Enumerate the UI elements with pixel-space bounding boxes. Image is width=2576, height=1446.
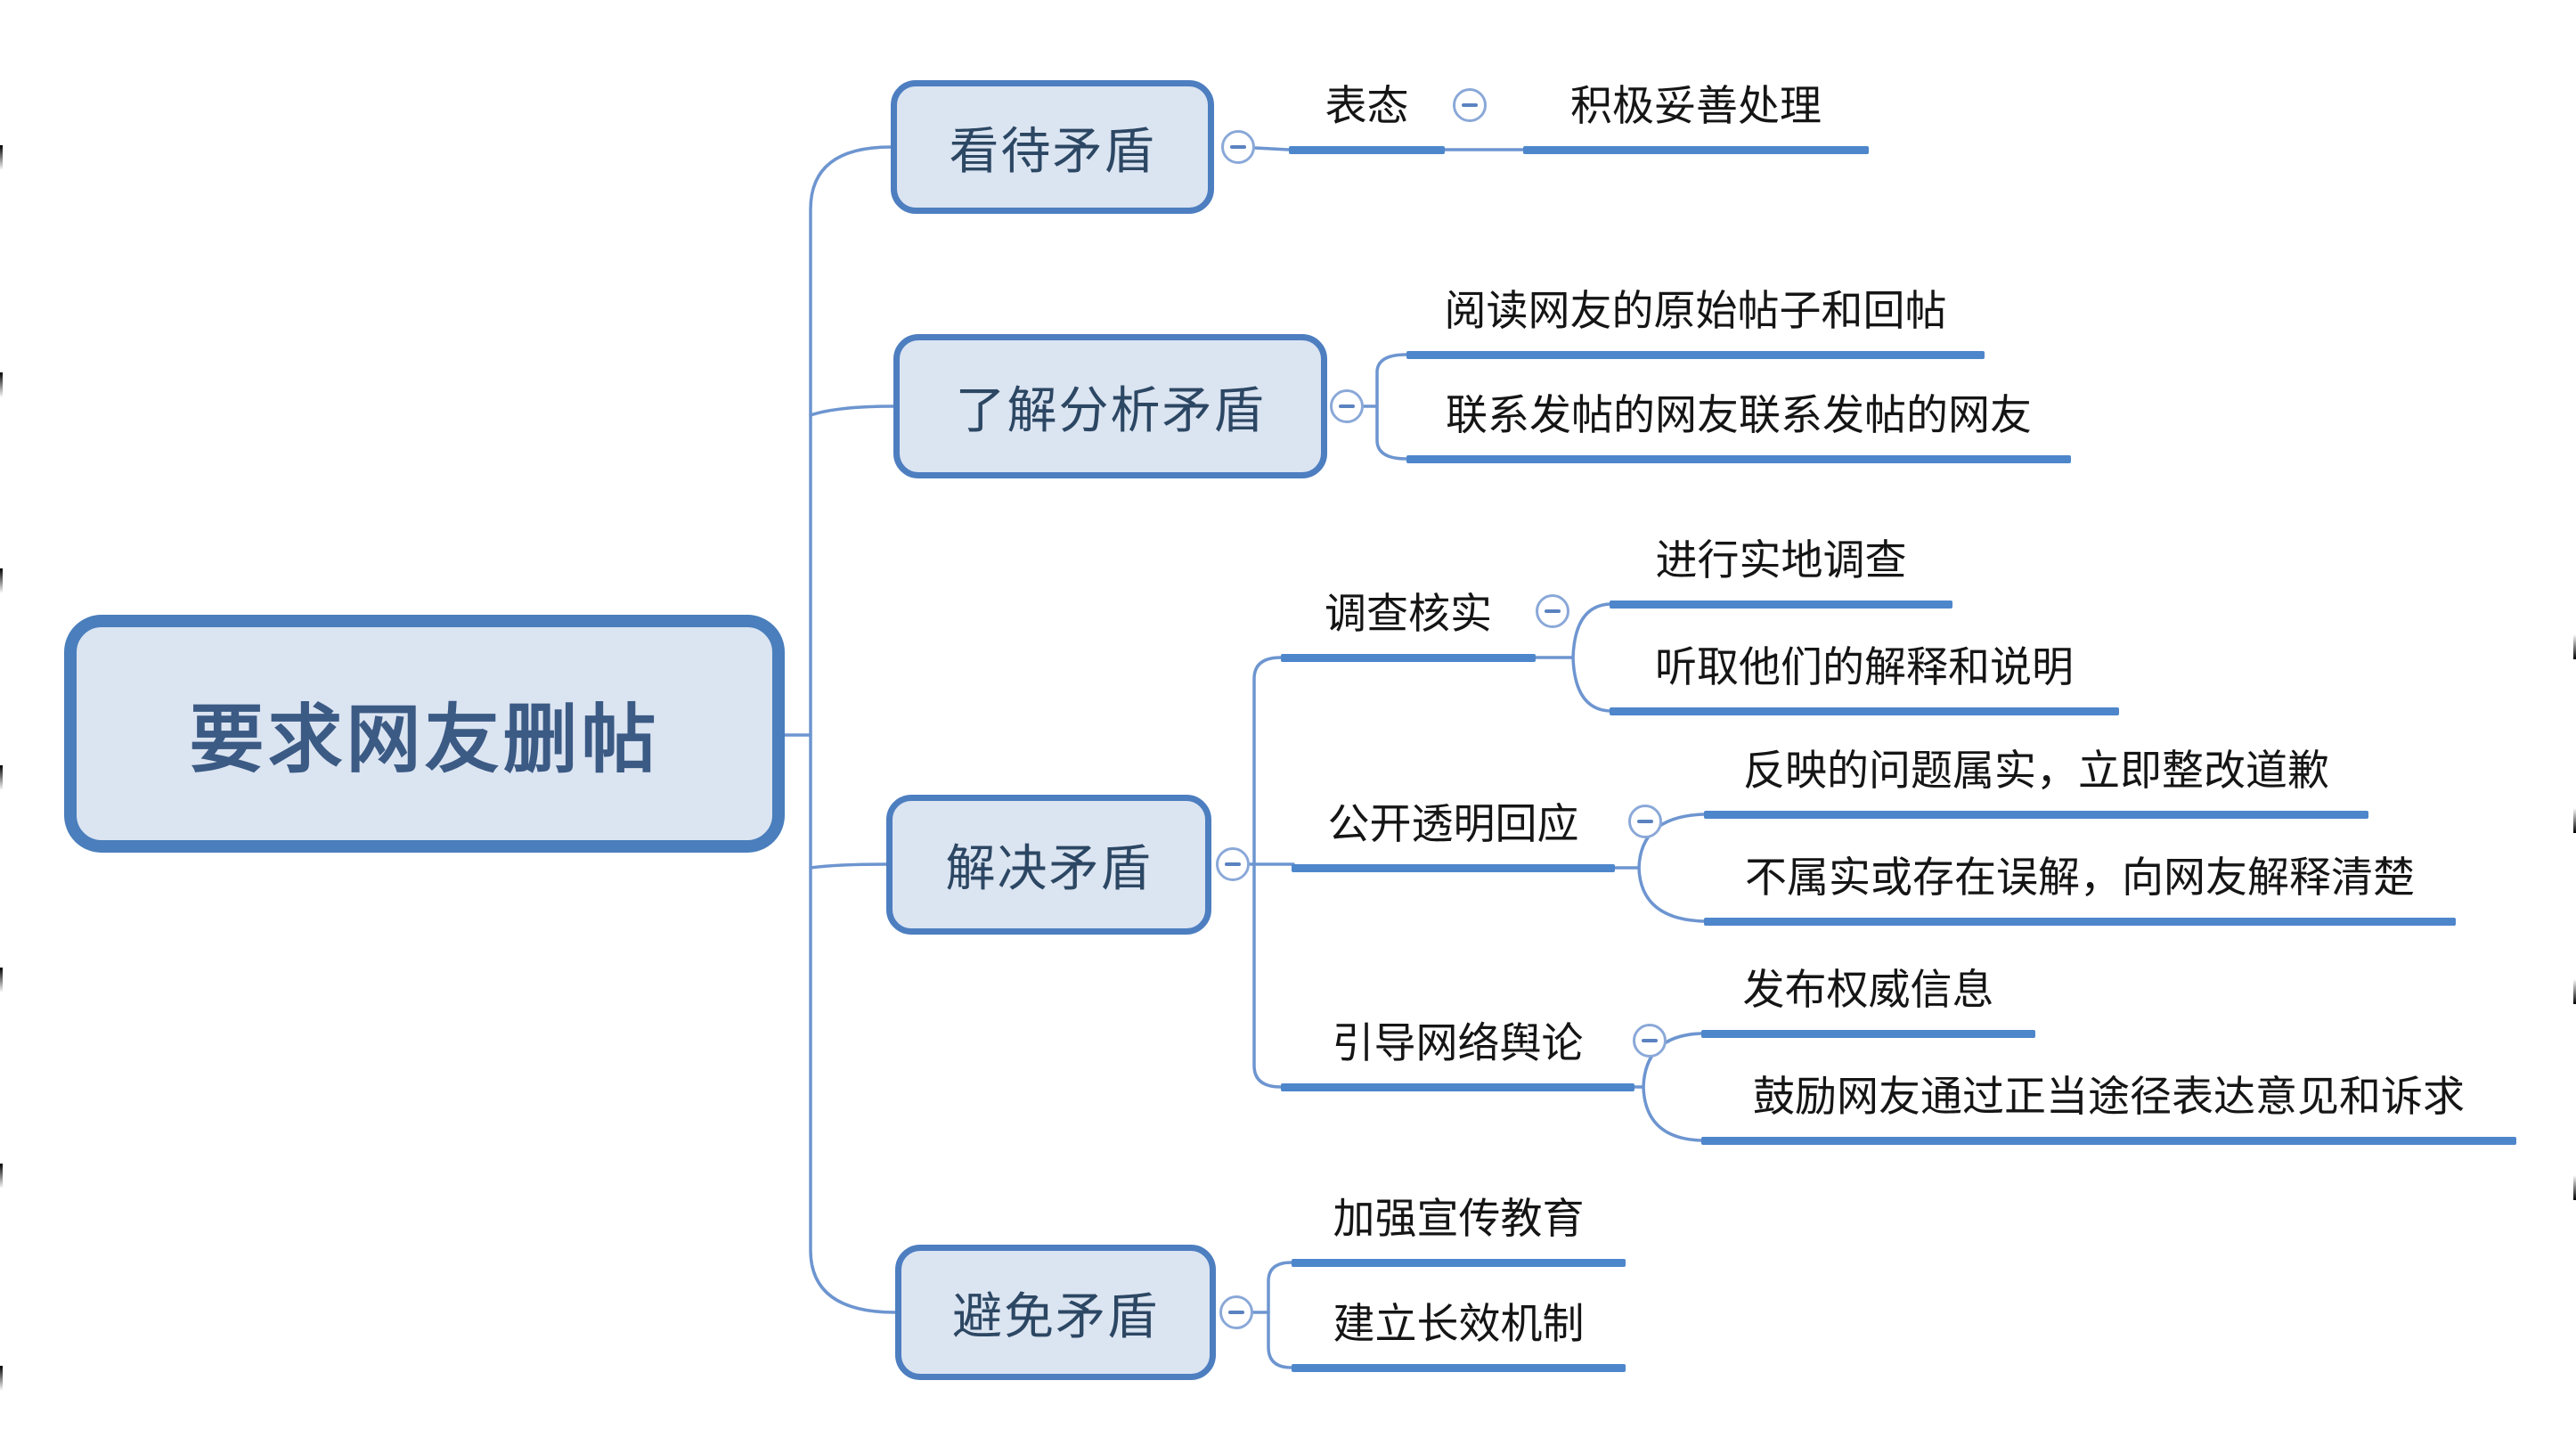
connector-branch3-tap bbox=[809, 862, 888, 870]
collapse-button-topic-1[interactable] bbox=[1221, 130, 1255, 164]
topic-label: 发布权威信息 bbox=[1742, 966, 1994, 1013]
topic-2-1[interactable]: 阅读网友的原始帖子和回帖 bbox=[1406, 283, 1985, 359]
edge-tick bbox=[2573, 979, 2576, 1004]
connector-branch2-tap bbox=[809, 404, 895, 417]
topic-label: 积极妥善处理 bbox=[1570, 82, 1822, 129]
topic-label: 了解分析矛盾 bbox=[955, 381, 1266, 438]
minus-icon bbox=[1637, 820, 1653, 823]
topic-underline bbox=[1281, 1083, 1634, 1091]
topic-3-3[interactable]: 引导网络舆论 bbox=[1281, 1016, 1634, 1091]
topic-1[interactable]: 看待矛盾 bbox=[891, 80, 1214, 214]
topic-underline bbox=[1701, 1137, 2516, 1145]
topic-label: 加强宣传教育 bbox=[1333, 1195, 1585, 1242]
topic-label: 反映的问题属实，立即整改道歉 bbox=[1743, 747, 2329, 794]
topic-label: 公开透明回应 bbox=[1327, 800, 1579, 847]
connector-branch3-bracket bbox=[1252, 656, 1283, 1089]
collapse-button-topic-4[interactable] bbox=[1219, 1295, 1253, 1329]
topic-3-3-2[interactable]: 鼓励网友通过正当途径表达意见和诉求 bbox=[1701, 1069, 2516, 1145]
topic-underline bbox=[1292, 1259, 1626, 1267]
topic-underline bbox=[1610, 707, 2119, 715]
topic-label: 调查核实 bbox=[1325, 590, 1492, 637]
topic-underline bbox=[1281, 654, 1536, 662]
edge-tick bbox=[2573, 808, 2576, 833]
connector-diaocha-brace bbox=[1571, 602, 1611, 713]
collapse-button-topic-3[interactable] bbox=[1216, 847, 1250, 881]
minus-icon bbox=[1545, 609, 1561, 613]
edge-tick bbox=[0, 968, 3, 993]
topic-label: 避免矛盾 bbox=[952, 1287, 1159, 1344]
minus-icon bbox=[1462, 103, 1478, 107]
topic-3-1-1[interactable]: 进行实地调查 bbox=[1610, 533, 1952, 609]
topic-underline bbox=[1406, 351, 1985, 359]
collapse-button-topic-2[interactable] bbox=[1330, 389, 1364, 423]
connector-branch4-bracket bbox=[1267, 1261, 1293, 1369]
topic-underline bbox=[1292, 1364, 1626, 1372]
topic-underline bbox=[1610, 600, 1952, 609]
collapse-button-topic-3-1[interactable] bbox=[1536, 594, 1569, 628]
topic-2-2[interactable]: 联系发帖的网友联系发帖的网友 bbox=[1406, 388, 2071, 463]
edge-tick bbox=[2573, 1175, 2576, 1200]
topic-underline bbox=[1292, 864, 1615, 872]
connector-gongkai-brace bbox=[1637, 813, 1706, 923]
topic-3-2-2[interactable]: 不属实或存在误解，向网友解释清楚 bbox=[1704, 850, 2456, 926]
topic-3-1[interactable]: 调查核实 bbox=[1281, 586, 1536, 662]
minus-icon bbox=[1339, 404, 1355, 408]
topic-2[interactable]: 了解分析矛盾 bbox=[893, 334, 1327, 478]
collapse-button-topic-1-1[interactable] bbox=[1453, 88, 1487, 122]
topic-label: 建立长效机制 bbox=[1333, 1300, 1585, 1347]
topic-underline bbox=[1701, 1030, 2035, 1038]
topic-3-2-1[interactable]: 反映的问题属实，立即整改道歉 bbox=[1704, 743, 2368, 819]
topic-label: 引导网络舆论 bbox=[1332, 1019, 1584, 1066]
collapse-button-topic-3-2[interactable] bbox=[1628, 805, 1662, 838]
topic-underline bbox=[1704, 918, 2456, 926]
minus-icon bbox=[1230, 145, 1246, 149]
topic-3-3-1[interactable]: 发布权威信息 bbox=[1701, 962, 2035, 1038]
minus-icon bbox=[1642, 1039, 1658, 1042]
topic-underline bbox=[1406, 455, 2071, 463]
topic-4-2[interactable]: 建立长效机制 bbox=[1292, 1296, 1626, 1372]
topic-underline bbox=[1523, 146, 1869, 154]
topic-3-2[interactable]: 公开透明回应 bbox=[1292, 797, 1615, 872]
edge-tick bbox=[0, 145, 3, 170]
topic-root[interactable]: 要求网友删帖 bbox=[64, 615, 785, 853]
topic-1-1[interactable]: 表态 bbox=[1289, 78, 1445, 154]
topic-underline bbox=[1289, 146, 1445, 154]
topic-3[interactable]: 解决矛盾 bbox=[886, 795, 1211, 935]
connector-yindao-brace bbox=[1642, 1032, 1703, 1142]
edge-tick bbox=[2573, 634, 2576, 659]
connector-trunk bbox=[809, 145, 897, 1314]
edge-tick bbox=[0, 568, 3, 593]
topic-underline bbox=[1704, 811, 2368, 819]
edge-tick bbox=[0, 372, 3, 397]
collapse-button-topic-3-3[interactable] bbox=[1633, 1024, 1667, 1058]
topic-1-1-1[interactable]: 积极妥善处理 bbox=[1523, 78, 1869, 154]
topic-label: 阅读网友的原始帖子和回帖 bbox=[1444, 287, 1947, 334]
topic-label: 不属实或存在误解，向网友解释清楚 bbox=[1745, 854, 2415, 901]
topic-label: 解决矛盾 bbox=[945, 840, 1153, 896]
minus-icon bbox=[1228, 1311, 1244, 1314]
topic-label: 鼓励网友通过正当途径表达意见和诉求 bbox=[1753, 1073, 2465, 1120]
topic-label: 联系发帖的网友联系发帖的网友 bbox=[1446, 391, 2032, 438]
topic-label: 看待矛盾 bbox=[949, 122, 1156, 179]
topic-label: 表态 bbox=[1325, 82, 1409, 129]
topic-4[interactable]: 避免矛盾 bbox=[895, 1245, 1216, 1380]
topic-label: 进行实地调查 bbox=[1655, 536, 1907, 584]
topic-label: 听取他们的解释和说明 bbox=[1655, 643, 2074, 690]
minus-icon bbox=[1225, 862, 1241, 866]
connector-branch2-bracket bbox=[1375, 353, 1408, 461]
topic-label: 要求网友删帖 bbox=[189, 698, 660, 781]
edge-tick bbox=[0, 765, 3, 790]
topic-4-1[interactable]: 加强宣传教育 bbox=[1292, 1191, 1626, 1267]
topic-3-1-2[interactable]: 听取他们的解释和说明 bbox=[1610, 640, 2119, 715]
edge-tick bbox=[0, 1366, 3, 1391]
edge-tick bbox=[0, 1164, 3, 1189]
connector-biaotai bbox=[1253, 146, 1291, 151]
